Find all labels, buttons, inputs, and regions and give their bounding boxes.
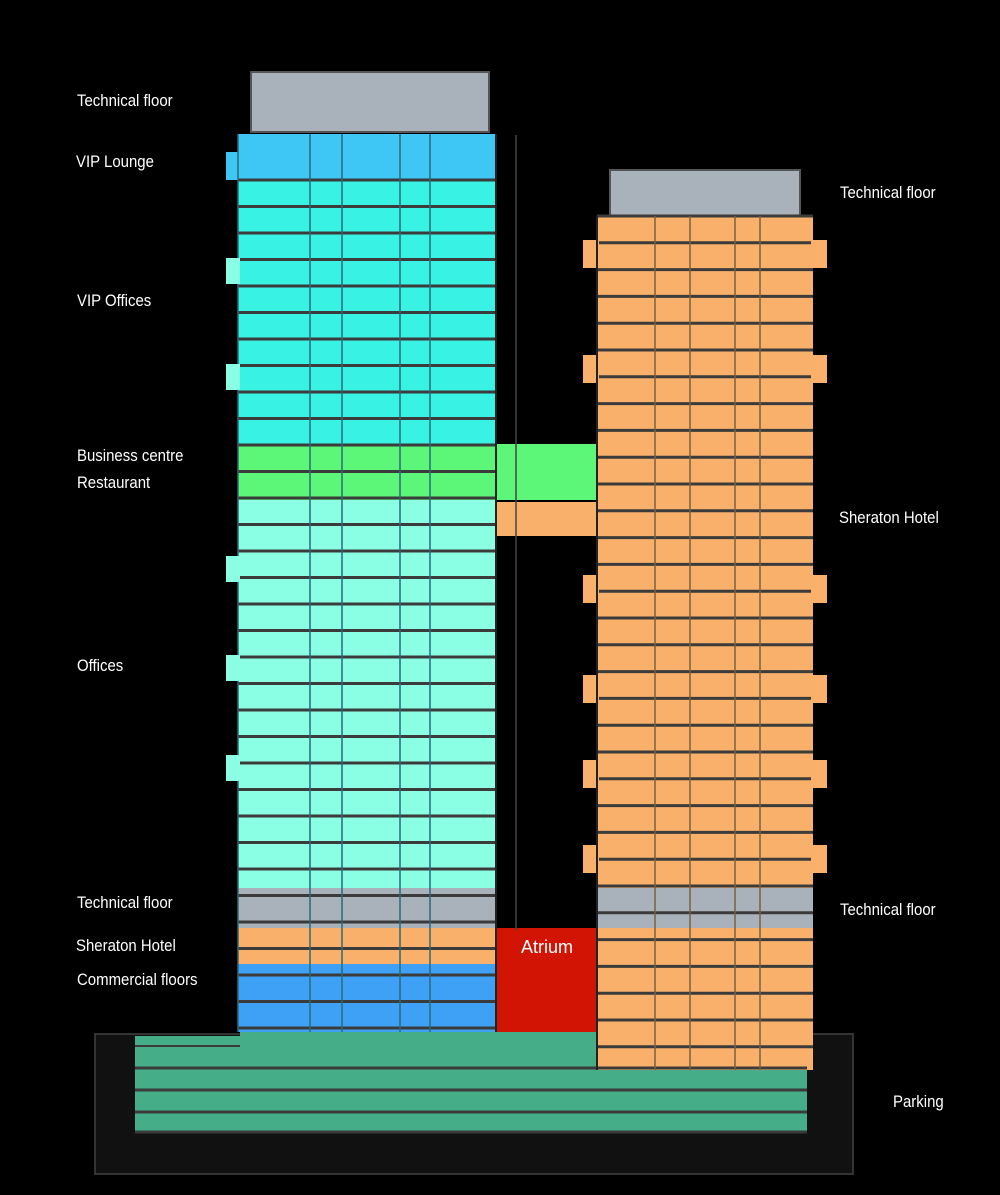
label-offices: Offices <box>77 656 124 675</box>
left-balcony <box>226 556 240 582</box>
label-left-technical-bottom: Technical floor <box>77 893 173 912</box>
label-right-technical-top: Technical floor <box>840 183 936 202</box>
label-parking: Parking <box>893 1092 944 1111</box>
label-atrium: Atrium <box>520 937 573 957</box>
label-right-technical-bottom: Technical floor <box>840 900 936 919</box>
atrium-zone <box>497 928 597 1032</box>
right-balcony-left <box>583 355 599 383</box>
structural-details <box>226 134 827 1070</box>
right-balcony-right <box>811 760 827 788</box>
left-technical-top <box>250 71 490 133</box>
label-right-sheraton-hotel: Sheraton Hotel <box>839 508 939 527</box>
label-commercial-floors: Commercial floors <box>77 970 198 989</box>
left-balcony <box>226 755 240 781</box>
right-hotel <box>597 216 813 888</box>
right-technical-top <box>609 169 801 217</box>
right-technical-bottom <box>597 888 813 928</box>
left-balcony <box>226 364 240 390</box>
left-balcony <box>226 258 240 284</box>
right-hotel-lower <box>597 928 813 1070</box>
bridge-business <box>496 444 598 500</box>
left-hotel <box>238 928 496 964</box>
floor-lines <box>135 178 813 1134</box>
right-balcony-left <box>583 845 599 873</box>
left-offices <box>238 500 496 888</box>
right-balcony-left <box>583 675 599 703</box>
label-restaurant: Restaurant <box>77 473 151 492</box>
right-balcony-right <box>811 355 827 383</box>
right-balcony-left <box>583 575 599 603</box>
right-balcony-right <box>811 240 827 268</box>
right-balcony-right <box>811 675 827 703</box>
right-balcony-right <box>811 575 827 603</box>
right-balcony-left <box>583 240 599 268</box>
label-left-technical-top: Technical floor <box>77 91 173 110</box>
left-vip-lounge <box>238 134 496 180</box>
right-balcony-left <box>583 760 599 788</box>
right-balcony-right <box>811 845 827 873</box>
left-balcony <box>226 655 240 681</box>
label-left-sheraton-hotel: Sheraton Hotel <box>76 936 176 955</box>
parking-upper-zone <box>240 1030 600 1038</box>
label-business-centre: Business centre <box>77 446 184 465</box>
left-vip-lounge-balcony <box>226 152 240 180</box>
label-vip-lounge: VIP Lounge <box>76 152 154 171</box>
label-vip-offices: VIP Offices <box>77 291 152 310</box>
bridge-hotel <box>496 502 598 536</box>
